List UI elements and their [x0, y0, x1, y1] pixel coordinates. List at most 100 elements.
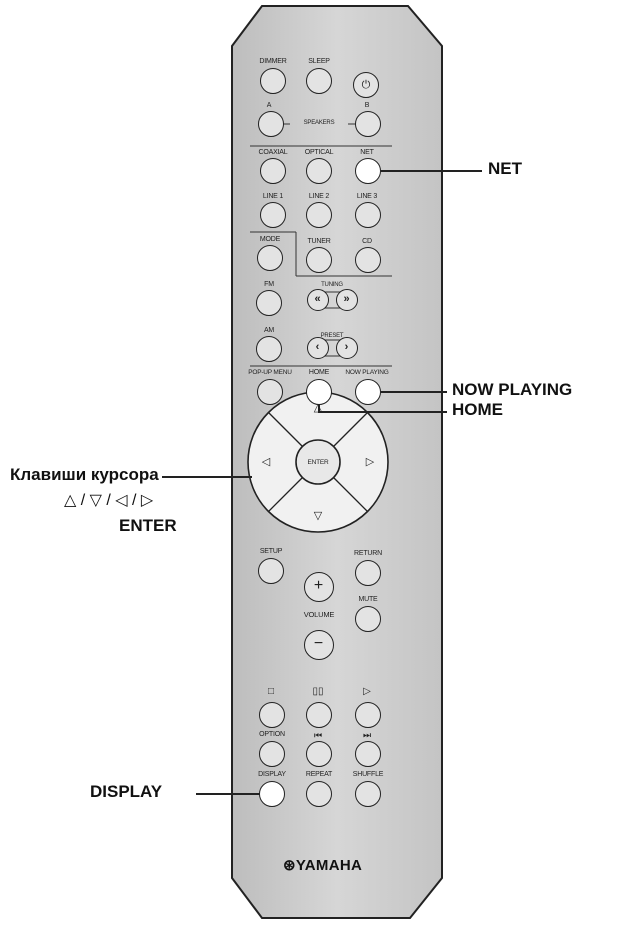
- now-playing-label: NOW PLAYING: [345, 369, 389, 376]
- sleep-button[interactable]: [306, 68, 332, 94]
- cursor-down-icon[interactable]: ▽: [313, 510, 323, 522]
- display-label: DISPLAY: [258, 771, 286, 778]
- tuning-up-button[interactable]: »: [336, 289, 358, 311]
- speakers-a-label: A: [266, 102, 272, 109]
- skip-forward-icon: ⏭: [362, 730, 372, 740]
- tuning-down-button[interactable]: «: [307, 289, 329, 311]
- fm-label: FM: [264, 281, 274, 288]
- net-label: NET: [360, 149, 374, 156]
- speakers-b-label: B: [364, 102, 370, 109]
- skip-back-icon: ⏮: [313, 730, 323, 740]
- now-playing-button[interactable]: [355, 379, 381, 405]
- coaxial-label: COAXIAL: [258, 149, 288, 156]
- preset-label: PRESET: [320, 333, 344, 339]
- yamaha-emblem-icon: ⊛: [283, 857, 296, 874]
- speakers-label: SPEAKERS: [303, 120, 335, 126]
- skip-forward-button[interactable]: [355, 741, 381, 767]
- minus-icon: −: [313, 635, 324, 652]
- cd-label: CD: [362, 238, 372, 245]
- preset-up-button[interactable]: ›: [336, 337, 358, 359]
- enter-button[interactable]: ENTER: [307, 459, 329, 466]
- speakers-b-button[interactable]: [355, 111, 381, 137]
- volume-label: VOLUME: [303, 610, 335, 619]
- cd-button[interactable]: [355, 247, 381, 273]
- chevron-left-icon: ‹: [315, 341, 320, 353]
- popup-menu-label: POP-UP MENU: [248, 369, 292, 376]
- cursor-right-icon[interactable]: ▷: [365, 456, 375, 468]
- display-callout-line: [196, 793, 260, 795]
- preset-down-button[interactable]: ‹: [307, 337, 329, 359]
- am-button[interactable]: [256, 336, 282, 362]
- net-callout: NET: [488, 159, 522, 178]
- fm-button[interactable]: [256, 290, 282, 316]
- optical-button[interactable]: [306, 158, 332, 184]
- stop-button[interactable]: [259, 702, 285, 728]
- setup-button[interactable]: [258, 558, 284, 584]
- brand-name: YAMAHA: [295, 857, 363, 874]
- cursor-keys-callout: Клавиши курсора: [10, 465, 159, 484]
- pause-icon: ▯▯: [312, 686, 324, 697]
- shuffle-label: SHUFFLE: [352, 771, 384, 778]
- am-label: AM: [263, 327, 275, 334]
- yamaha-logo: ⊛YAMAHA: [283, 856, 362, 874]
- tuner-button[interactable]: [306, 247, 332, 273]
- chevron-right-icon: ›: [344, 341, 349, 353]
- option-label: OPTION: [259, 731, 285, 738]
- shuffle-button[interactable]: [355, 781, 381, 807]
- home-callout-riser: [318, 404, 320, 412]
- line3-button[interactable]: [355, 202, 381, 228]
- power-icon: ⏻: [361, 79, 371, 91]
- line2-button[interactable]: [306, 202, 332, 228]
- line1-button[interactable]: [260, 202, 286, 228]
- tuning-label: TUNING: [321, 282, 343, 288]
- display-callout: DISPLAY: [90, 782, 163, 801]
- enter-callout: ENTER: [119, 516, 177, 535]
- mute-label: MUTE: [358, 596, 378, 603]
- volume-up-button[interactable]: +: [304, 572, 334, 602]
- pause-button[interactable]: [306, 702, 332, 728]
- mute-button[interactable]: [355, 606, 381, 632]
- display-button[interactable]: [259, 781, 285, 807]
- mode-label: MODE: [259, 236, 281, 243]
- now-playing-callout-line: [381, 391, 447, 393]
- setup-label: SETUP: [259, 548, 283, 555]
- volume-down-button[interactable]: −: [304, 630, 334, 660]
- now-playing-callout: NOW PLAYING: [452, 380, 573, 399]
- play-button[interactable]: [355, 702, 381, 728]
- plus-icon: +: [313, 577, 324, 594]
- net-button[interactable]: [355, 158, 381, 184]
- dimmer-button[interactable]: [260, 68, 286, 94]
- repeat-button[interactable]: [306, 781, 332, 807]
- cursor-symbols-callout: △ / ▽ / ◁ / ▷: [64, 492, 154, 509]
- popup-menu-button[interactable]: [257, 379, 283, 405]
- mode-button[interactable]: [257, 245, 283, 271]
- dpad: [247, 391, 389, 533]
- tuner-label: TUNER: [307, 238, 331, 245]
- cursor-left-icon[interactable]: ◁: [261, 456, 271, 468]
- fast-forward-icon: »: [343, 293, 350, 305]
- rewind-icon: «: [314, 293, 321, 305]
- power-button[interactable]: ⏻: [353, 72, 379, 98]
- skip-back-button[interactable]: [306, 741, 332, 767]
- option-button[interactable]: [259, 741, 285, 767]
- repeat-label: REPEAT: [305, 771, 333, 778]
- line3-label: LINE 3: [356, 193, 378, 200]
- return-button[interactable]: [355, 560, 381, 586]
- speakers-a-button[interactable]: [258, 111, 284, 137]
- home-callout-line: [318, 411, 447, 413]
- line2-label: LINE 2: [308, 193, 330, 200]
- cursor-callout-line: [162, 476, 252, 478]
- home-callout: HOME: [452, 400, 503, 419]
- line1-label: LINE 1: [262, 193, 284, 200]
- return-label: RETURN: [354, 550, 382, 557]
- net-callout-line: [381, 170, 442, 172]
- play-icon: ▷: [363, 686, 371, 697]
- sleep-label: SLEEP: [308, 58, 330, 65]
- home-label: HOME: [308, 369, 330, 376]
- optical-label: OPTICAL: [304, 149, 334, 156]
- stop-icon: □: [267, 686, 275, 697]
- net-callout-line-ext: [442, 170, 482, 172]
- coaxial-button[interactable]: [260, 158, 286, 184]
